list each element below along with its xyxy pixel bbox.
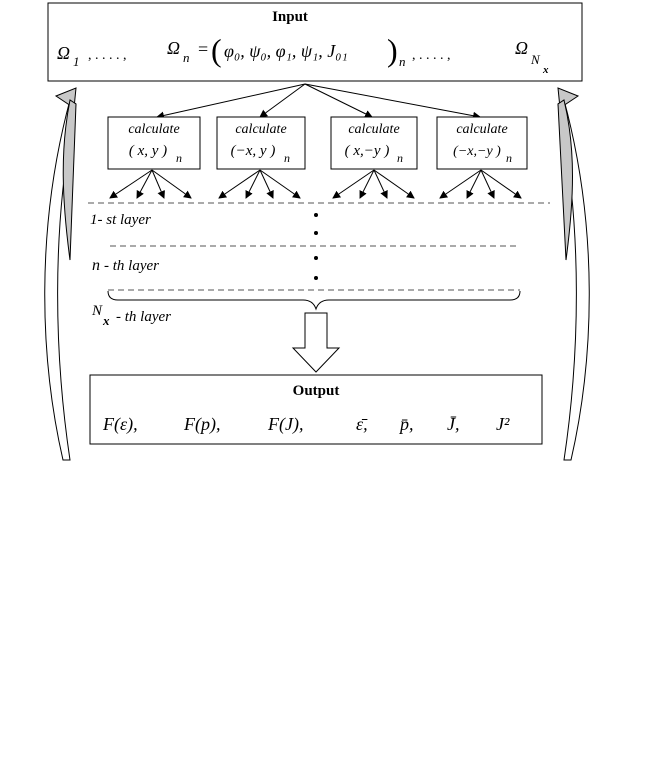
left-loop-arrow	[44, 87, 77, 461]
close-paren: )	[387, 32, 398, 68]
layer-separators	[88, 202, 550, 291]
input-formula: Ω 1 , . . . . , Ω n = ( φ₀, ψ₀, φ₁, ψ₁, …	[57, 32, 549, 76]
input-title: Input	[272, 9, 308, 25]
layers-brace	[107, 290, 521, 311]
calc-expr: ( x,−y )	[345, 143, 390, 159]
calc-fan-arrows	[109, 169, 522, 199]
tuple-sub: n	[399, 54, 406, 69]
layer-label-last-rest: - th layer	[116, 309, 171, 325]
layer-label-last-sub: x	[102, 313, 110, 328]
calc-sub: n	[284, 151, 290, 165]
vertical-ellipsis	[314, 213, 318, 280]
calc-expr: (−x, y )	[231, 143, 276, 159]
omega-1: Ω	[57, 43, 70, 63]
calc-box-3: calculate ( x,−y ) n	[330, 116, 418, 170]
output-title: Output	[293, 383, 340, 399]
right-loop-arrow	[557, 87, 590, 461]
omega-n-sub: n	[183, 50, 190, 65]
calc-label: calculate	[348, 122, 399, 137]
calc-expr: (−x,−y )	[453, 144, 501, 159]
calc-label: calculate	[235, 122, 286, 137]
output-item: J²	[496, 414, 510, 434]
calc-expr: ( x, y )	[129, 143, 167, 159]
omega-n: Ω	[167, 38, 180, 58]
output-item: p̄,	[398, 414, 414, 434]
down-arrow	[291, 312, 341, 373]
output-item: J̄,	[447, 414, 460, 434]
output-item: F(J),	[267, 414, 303, 435]
calc-sub: n	[506, 151, 512, 165]
layer-label-nth-var: n	[92, 257, 100, 274]
open-paren: (	[211, 32, 222, 68]
output-box	[89, 374, 543, 445]
layer-label-nth-rest: - th layer	[104, 258, 159, 274]
layer-label-last-var: N	[91, 303, 103, 319]
omega-nx: Ω	[515, 38, 528, 58]
ellipsis-2: , . . . . ,	[412, 48, 451, 63]
ellipsis-1: , . . . . ,	[88, 48, 127, 63]
calc-sub: n	[176, 151, 182, 165]
output-formula: F(ε), F(p), F(J), ε̄, p̄, J̄, J²	[102, 414, 510, 435]
calc-box-1: calculate ( x, y ) n	[107, 116, 201, 170]
calc-box-4: calculate (−x,−y ) n	[436, 116, 528, 170]
calc-sub: n	[397, 151, 403, 165]
omega-nx-sub: N	[530, 52, 541, 67]
output-item: F(p),	[183, 414, 220, 435]
input-to-calc-arrows	[156, 83, 481, 120]
omega-1-sub: 1	[73, 54, 80, 69]
omega-nx-subsub: x	[542, 64, 549, 76]
output-item: F(ε),	[102, 414, 138, 435]
calc-label: calculate	[128, 122, 179, 137]
parameter-tuple: φ₀, ψ₀, φ₁, ψ₁, J₀₁	[224, 41, 348, 61]
equals-sign: =	[198, 39, 208, 59]
output-item: ε̄,	[356, 414, 368, 434]
calc-label: calculate	[456, 122, 507, 137]
input-box	[47, 2, 583, 82]
layer-label-first: 1- st layer	[90, 212, 151, 228]
calc-box-2: calculate (−x, y ) n	[216, 116, 306, 170]
